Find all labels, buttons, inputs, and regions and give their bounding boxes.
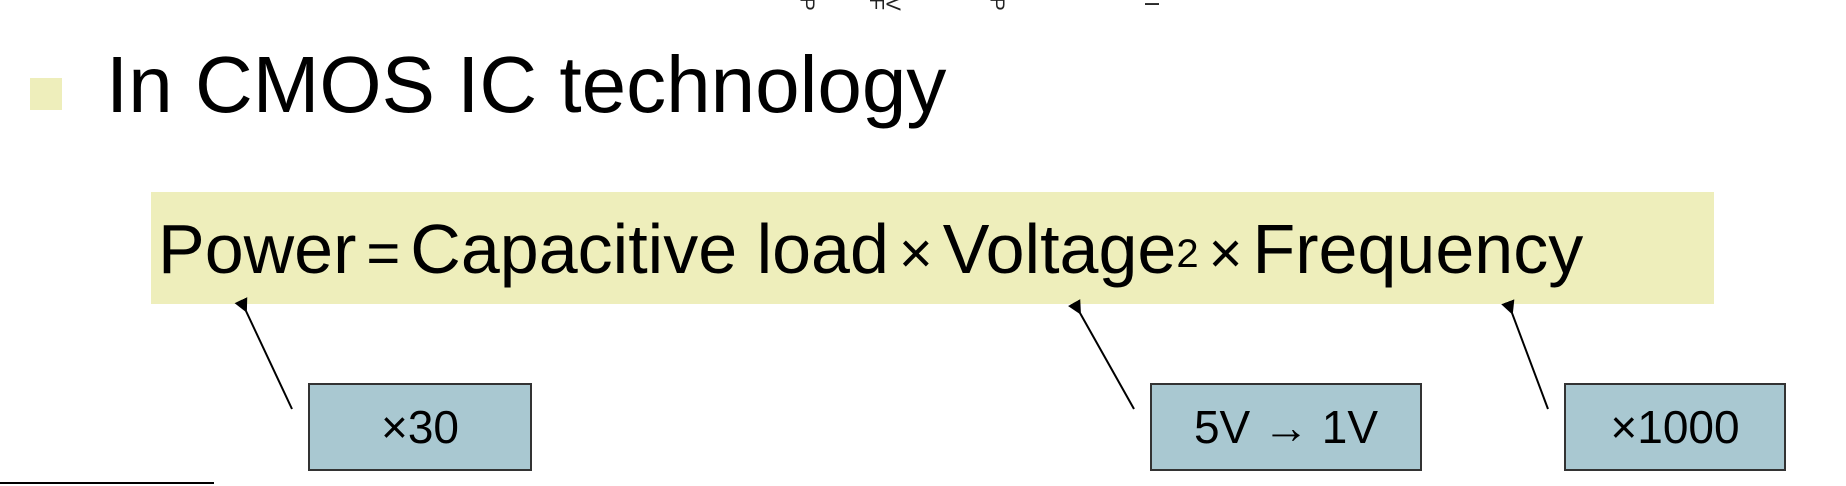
cropped-label-4: P: [985, 0, 1008, 11]
formula-capacitive-load: Capacitive load: [410, 210, 889, 288]
formula-times-2: ×: [1208, 221, 1243, 286]
formula-equals: =: [366, 221, 401, 286]
formula-frequency: Frequency: [1252, 210, 1584, 288]
formula-highlight: [151, 192, 1714, 304]
cropped-label-1: P: [795, 0, 818, 11]
bullet-marker: [30, 78, 62, 110]
cropped-top-labels: P F V P I: [0, 0, 1846, 14]
callout-voltage: 5V → 1V: [1150, 383, 1422, 471]
callout-capacitive: ×30: [308, 383, 532, 471]
callout-frequency: ×1000: [1564, 383, 1786, 471]
formula-times-1: ×: [898, 221, 933, 286]
arrow-voltage: [1068, 299, 1135, 410]
arrow-frequency: [1501, 299, 1549, 410]
formula-voltage: Voltage: [942, 210, 1177, 288]
footnote-rule: [0, 482, 214, 484]
cropped-label-3: V: [881, 0, 904, 11]
bullet-heading: In CMOS IC technology: [106, 40, 947, 129]
formula-power: Power: [158, 210, 357, 288]
arrow-capacitive: [234, 297, 293, 410]
cropped-label-5: I: [1139, 1, 1162, 7]
